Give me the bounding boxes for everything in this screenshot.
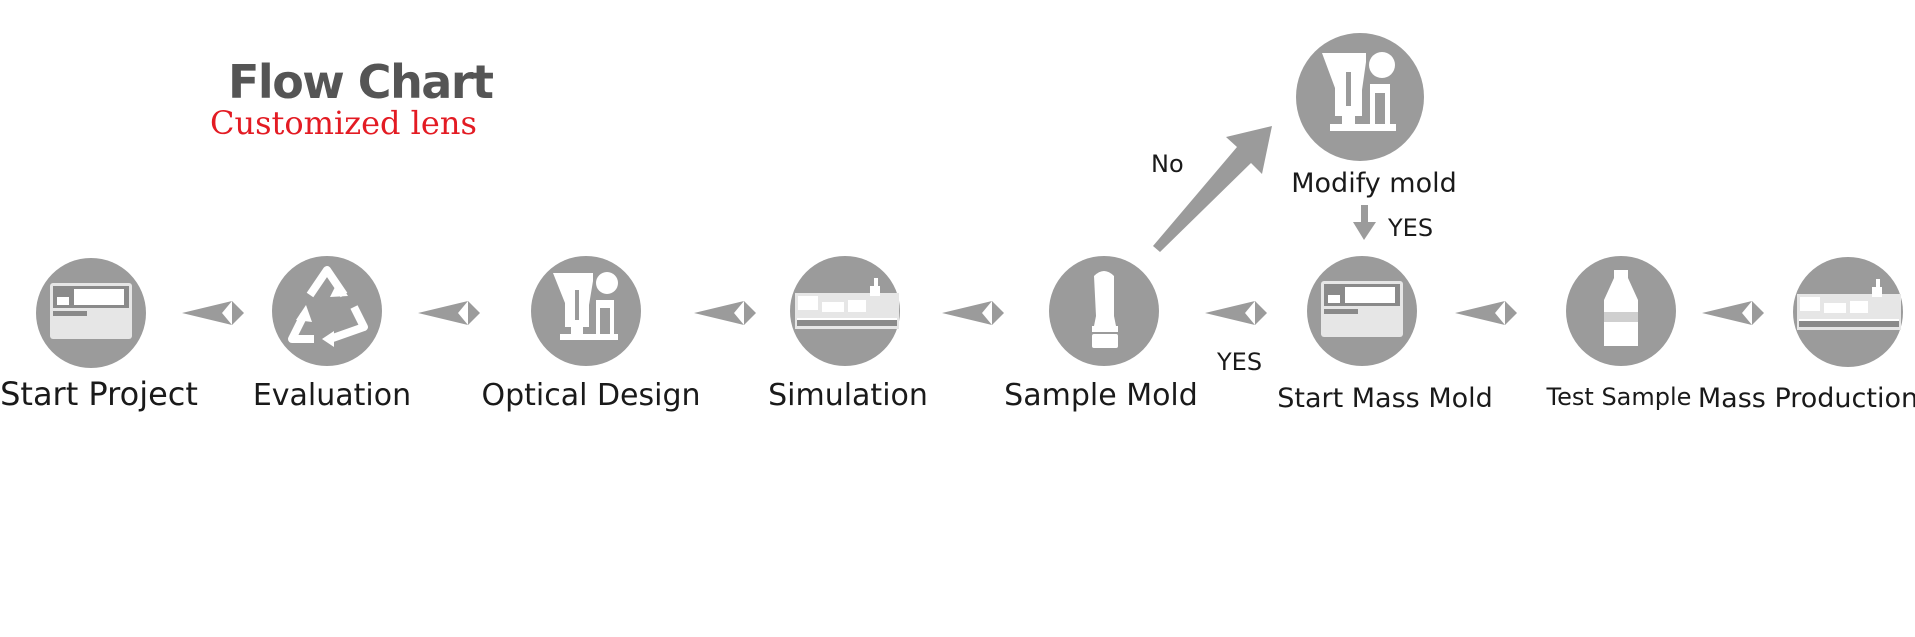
flow-arrow-7 [1702, 301, 1764, 325]
step-sample-mold: Sample Mold [1004, 256, 1198, 413]
injection-machine-icon [795, 278, 899, 329]
branch-modify-mold: Modify mold [1291, 33, 1457, 199]
flow-arrow-2 [418, 301, 480, 325]
yes-label-sample-to-mass: YES [1216, 348, 1262, 376]
flow-arrow-5 [1205, 301, 1267, 325]
flow-arrow-6 [1455, 301, 1517, 325]
step-label: Mass Production [1698, 383, 1915, 414]
step-label: Start Project [0, 375, 198, 413]
step-evaluation: Evaluation [253, 256, 411, 413]
step-optical-design: Optical Design [481, 256, 701, 413]
preform-icon [1092, 271, 1118, 348]
modify-to-mass-arrow [1353, 205, 1376, 240]
step-label: Optical Design [481, 378, 700, 413]
flow-arrow-3 [694, 301, 756, 325]
step-label: Evaluation [253, 378, 411, 413]
yes-label-modify-to-mass: YES [1387, 214, 1433, 242]
dryer-hopper-icon [553, 272, 618, 340]
flow-arrow-4 [942, 301, 1004, 325]
branch-label: Modify mold [1291, 168, 1457, 199]
step-simulation: Simulation [768, 256, 928, 413]
no-label: No [1151, 150, 1184, 178]
no-branch-arrow [1153, 126, 1272, 252]
step-start-project: Start Project [0, 258, 198, 413]
step-start-mass-mold: Start Mass Mold [1277, 256, 1493, 414]
step-label: Test Sample [1546, 383, 1692, 411]
step-test-sample: Test Sample [1546, 256, 1692, 411]
injection-machine-icon [1797, 279, 1901, 330]
recycle-icon [288, 266, 368, 347]
diagram-subtitle: Customized lens [210, 104, 477, 142]
machine-panel-icon [50, 283, 132, 339]
flow-arrow-1 [182, 301, 244, 325]
bottle-icon [1604, 270, 1638, 346]
step-mass-production: Mass Production [1698, 257, 1915, 414]
diagram-title: Flow Chart [228, 55, 493, 109]
step-label: Start Mass Mold [1277, 383, 1493, 414]
step-label: Sample Mold [1004, 378, 1198, 413]
step-label: Simulation [768, 378, 928, 413]
machine-panel-icon [1321, 281, 1403, 337]
dryer-hopper-icon [1322, 52, 1396, 131]
